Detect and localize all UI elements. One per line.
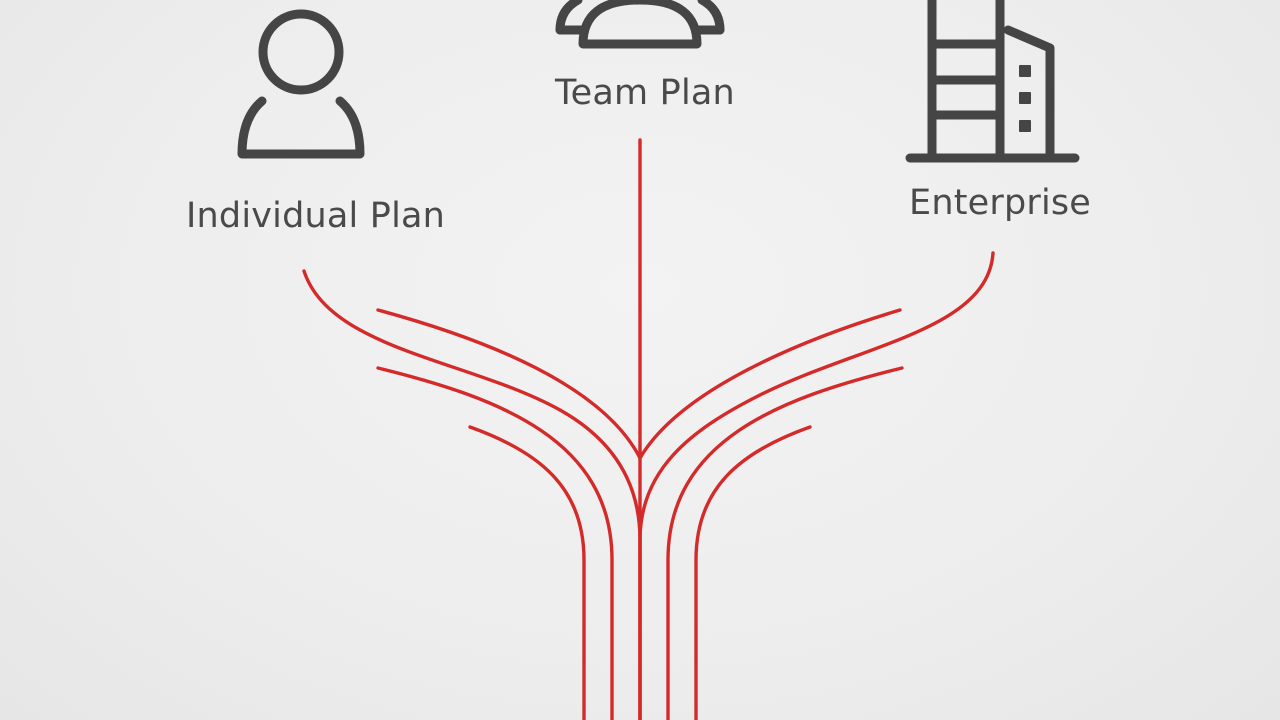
flow-line-left-2 <box>376 366 614 720</box>
individual-plan-label: Individual Plan <box>186 196 446 236</box>
building-icon <box>905 0 1080 163</box>
enterprise-label: Enterprise <box>909 183 1092 223</box>
flow-line-right-1 <box>638 308 902 460</box>
flow-line-right-3 <box>694 425 812 720</box>
flow-lines <box>302 138 995 720</box>
flow-line-right-2 <box>666 366 904 720</box>
flow-line-left-1 <box>376 308 642 460</box>
flow-line-enterprise <box>638 251 995 720</box>
team-plan-label: Team Plan <box>555 73 735 113</box>
flow-line-left-3 <box>468 425 586 720</box>
team-icon <box>555 0 725 49</box>
flow-line-individual <box>302 269 642 720</box>
person-icon <box>237 9 365 159</box>
